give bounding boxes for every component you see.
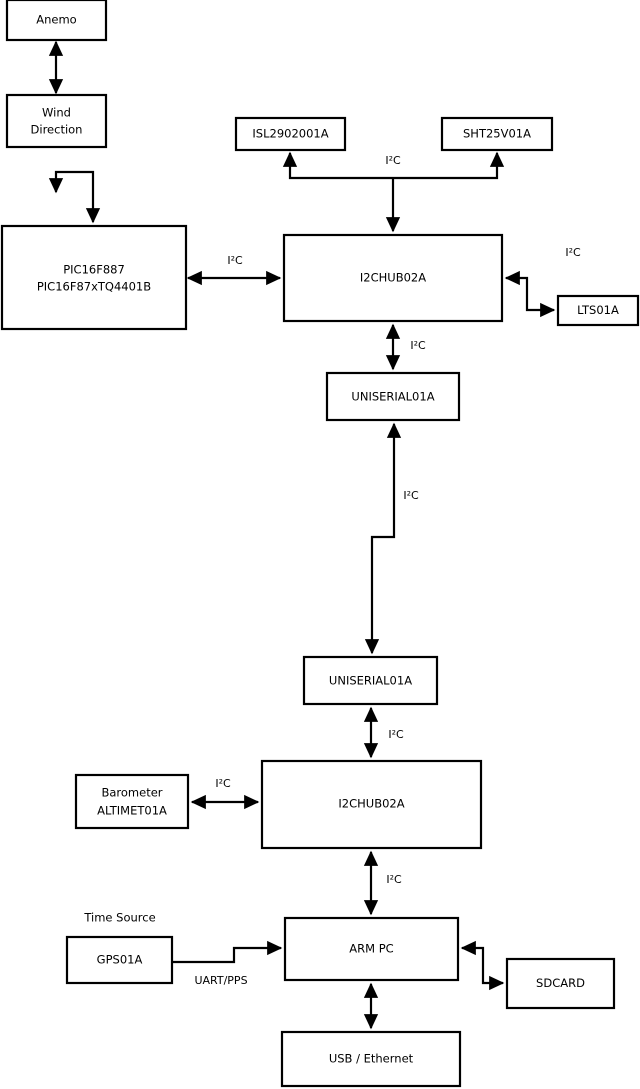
node-gps01a-label: GPS01A <box>97 953 143 967</box>
node-uniserial01a-bottom-box[interactable] <box>302 655 439 706</box>
node-arm-pc[interactable]: ARM PC <box>283 916 460 982</box>
node-lts01a-label: LTS01A <box>577 303 619 317</box>
node-i2chub02a-bottom[interactable]: I2CHUB02A <box>260 759 483 850</box>
node-barometer[interactable]: Barometer ALTIMET01A <box>74 773 190 830</box>
node-gps01a-box[interactable] <box>65 935 174 985</box>
edge-label-barometer-hub: I²C <box>215 777 231 790</box>
node-isl2902001a-label: ISL2902001A <box>252 127 328 141</box>
node-pic-mcu-label-line2: PIC16F87xTQ4401B <box>37 280 151 294</box>
node-i2chub02a-bottom-label: I2CHUB02A <box>338 797 404 811</box>
node-usb-ethernet-box[interactable] <box>280 1030 462 1088</box>
node-wind-direction-label-line2: Direction <box>31 123 83 137</box>
node-sdcard[interactable]: SDCARD <box>505 957 616 1010</box>
node-wind-direction-label-line1: Wind <box>42 106 71 120</box>
node-wind-direction[interactable]: Wind Direction <box>5 93 108 149</box>
node-pic-mcu[interactable]: PIC16F887 PIC16F87xTQ4401B <box>0 224 188 331</box>
edge-label-gps-armpc: UART/PPS <box>194 974 247 987</box>
node-i2chub02a-top-box[interactable] <box>282 233 504 323</box>
node-sht25v01a[interactable]: SHT25V01A <box>440 116 554 152</box>
edge-label-pic-hub: I²C <box>227 254 243 267</box>
node-uniserial01a-bottom[interactable]: UNISERIAL01A <box>302 655 439 706</box>
node-anemo[interactable]: Anemo <box>5 0 108 42</box>
node-barometer-label-line2: ALTIMET01A <box>97 804 167 818</box>
node-lts01a-box[interactable] <box>556 294 640 327</box>
label-time-source: Time Source <box>83 911 155 925</box>
node-wind-direction-box[interactable] <box>5 93 108 149</box>
node-uniserial01a-bottom-label: UNISERIAL01A <box>329 674 412 688</box>
node-i2chub02a-top-label: I2CHUB02A <box>360 271 426 285</box>
node-uniserial01a-top-label: UNISERIAL01A <box>351 390 434 404</box>
node-sdcard-label: SDCARD <box>536 976 585 990</box>
node-arm-pc-label: ARM PC <box>349 942 393 956</box>
node-usb-ethernet-label: USB / Ethernet <box>329 1052 414 1066</box>
edge-label-hub-lts: I²C <box>565 246 581 259</box>
connector-armpc-sdcard <box>460 940 505 991</box>
connector-wind-pic <box>48 170 101 224</box>
node-anemo-label: Anemo <box>36 13 76 27</box>
node-lts01a[interactable]: LTS01A <box>556 294 640 327</box>
connector-hubtop-lts <box>504 270 556 318</box>
node-barometer-box[interactable] <box>74 773 190 830</box>
edge-label-hub-uniserial: I²C <box>410 339 426 352</box>
node-sht25v01a-label: SHT25V01A <box>463 127 531 141</box>
node-isl2902001a-box[interactable] <box>234 116 347 152</box>
node-barometer-label-line1: Barometer <box>101 786 162 800</box>
node-i2chub02a-top[interactable]: I2CHUB02A <box>282 233 504 323</box>
node-arm-pc-box[interactable] <box>283 916 460 982</box>
node-isl2902001a[interactable]: ISL2902001A <box>234 116 347 152</box>
node-uniserial01a-top[interactable]: UNISERIAL01A <box>325 371 461 422</box>
node-sht25v01a-box[interactable] <box>440 116 554 152</box>
connector-uniserial-link <box>364 422 402 655</box>
node-sdcard-box[interactable] <box>505 957 616 1010</box>
connector-gps-armpc <box>172 940 283 964</box>
edge-label-hub-armpc: I²C <box>386 873 402 886</box>
node-pic-mcu-box[interactable] <box>0 224 188 331</box>
node-gps01a[interactable]: GPS01A <box>65 935 174 985</box>
edge-label-uniserial-link: I²C <box>403 489 419 502</box>
node-pic-mcu-label-line1: PIC16F887 <box>63 263 125 277</box>
edge-label-hub-sensors: I²C <box>385 154 401 167</box>
node-uniserial01a-top-box[interactable] <box>325 371 461 422</box>
node-usb-ethernet[interactable]: USB / Ethernet <box>280 1030 462 1088</box>
edge-label-uniserial-hub2: I²C <box>388 728 404 741</box>
node-i2chub02a-bottom-box[interactable] <box>260 759 483 850</box>
node-anemo-box[interactable] <box>5 0 108 42</box>
